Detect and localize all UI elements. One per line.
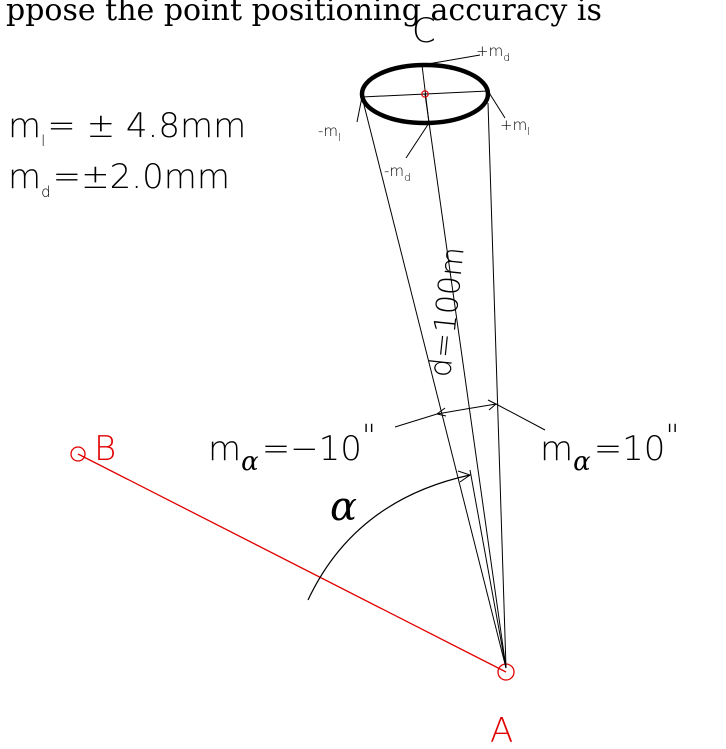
- label-plus-md: +md: [476, 42, 510, 64]
- leader-minus-md: [405, 122, 430, 159]
- axis-lateral: [361, 90, 489, 98]
- angle-error-right: mα=10": [540, 419, 679, 477]
- error-ellipse: [356, 54, 506, 159]
- label-point-c: C: [412, 11, 436, 51]
- leader-plus-ml: [487, 90, 506, 119]
- angle-arc-left: [436, 408, 467, 415]
- leader-minus-ml: [356, 96, 363, 123]
- sight-line-right: [487, 102, 507, 669]
- sight-lines: [361, 93, 507, 669]
- leader-plus-md: [421, 54, 481, 66]
- caption-text: ppose the point positioning accuracy is: [6, 0, 602, 28]
- accuracy-ml: ml= ± 4.8mm: [8, 106, 246, 150]
- angle-arc-right: [465, 403, 497, 410]
- label-point-b: B: [94, 429, 116, 469]
- inner-ray: [469, 469, 507, 669]
- angle-error-left: mα=−10": [208, 419, 376, 477]
- distance-label: d=100m: [423, 245, 471, 379]
- sight-line-left: [361, 96, 507, 669]
- line-a-b: [77, 453, 507, 673]
- label-minus-md: -md: [384, 162, 411, 184]
- ellipse-outline: [359, 62, 491, 126]
- label-minus-ml: -ml: [318, 122, 341, 144]
- baseline-ab: [70, 446, 515, 681]
- alpha-arrowhead: [457, 470, 472, 483]
- alpha-arc: [307, 474, 471, 601]
- leader-right-error: [495, 403, 546, 431]
- point-c-marker: [421, 90, 429, 98]
- accuracy-md: md=±2.0mm: [8, 157, 230, 201]
- leader-left-error: [394, 413, 438, 428]
- label-point-a: A: [490, 711, 513, 749]
- angle-error-arrows: [394, 399, 546, 431]
- alpha-label: α: [330, 484, 357, 530]
- label-plus-ml: +ml: [500, 116, 530, 138]
- sight-line-center: [424, 93, 507, 669]
- point-b-marker: [70, 446, 86, 462]
